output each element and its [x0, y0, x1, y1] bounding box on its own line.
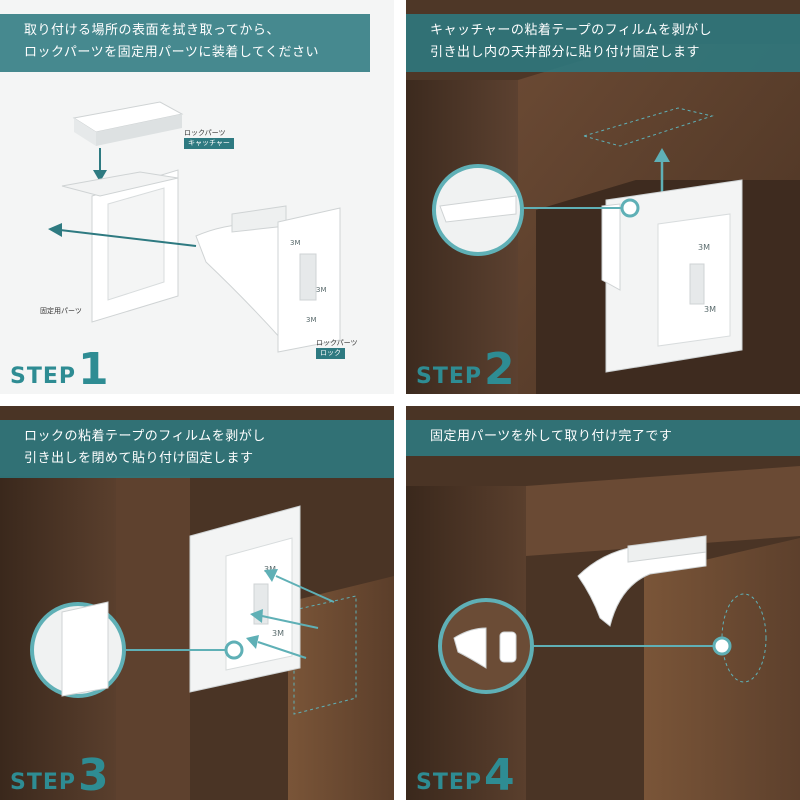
- lock-part: 3M 3M: [601, 179, 743, 373]
- step-1-illustration: 3M 3M 3M: [48, 101, 341, 353]
- caption-line: 引き出し内の天井部分に貼り付け固定します: [430, 45, 701, 60]
- step-word: STEP: [416, 364, 483, 389]
- magnet-area: [721, 593, 767, 683]
- lock-label-title: ロックパーツ: [316, 339, 358, 347]
- detail-callout: [432, 164, 640, 256]
- catcher-label-title: ロックパーツ: [184, 129, 226, 137]
- target-area: [582, 107, 714, 147]
- step-word: STEP: [416, 770, 483, 795]
- caption-line: ロックパーツを固定用パーツに装着してください: [24, 45, 320, 60]
- svg-text:3M: 3M: [698, 243, 710, 252]
- detail-callout: [438, 598, 732, 694]
- svg-text:3M: 3M: [264, 565, 276, 574]
- step-2-caption: キャッチャーの粘着テープのフィルムを剥がし 引き出し内の天井部分に貼り付け固定し…: [406, 14, 800, 72]
- catcher-label-tag: キャッチャー: [184, 138, 234, 149]
- step-1-heading: STEP 1: [10, 344, 109, 394]
- step-3-panel: 3M 3M ロックの粘着テープのフィルムを剥がし 引き出しを閉めて貼り付け固定し…: [0, 406, 394, 800]
- caption-line: 取り付ける場所の表面を拭き取ってから、: [24, 23, 280, 38]
- step-2-panel: 3M 3M キャッチャーの粘着テープのフィルムを剥がし 引き出し内の天井部分に貼…: [406, 0, 800, 394]
- lock-part: [577, 535, 707, 627]
- fixing-part-label: 固定用パーツ: [40, 306, 82, 316]
- step-3-heading: STEP 3: [10, 750, 109, 800]
- step-number: 2: [484, 344, 515, 394]
- caption-line: キャッチャーの粘着テープのフィルムを剥がし: [430, 23, 713, 38]
- arrow-icon: [246, 569, 335, 659]
- left-arrow-icon: [48, 223, 197, 247]
- step-4-heading: STEP 4: [416, 750, 515, 800]
- svg-text:3M: 3M: [316, 286, 327, 294]
- fixing-part: [61, 169, 179, 323]
- step-word: STEP: [10, 770, 77, 795]
- drawer-front: [288, 576, 394, 800]
- step-4-caption: 固定用パーツを外して取り付け完了です: [406, 420, 800, 456]
- step-number: 3: [78, 750, 109, 800]
- down-arrow-icon: [93, 148, 107, 182]
- lock-label: ロックパーツ ロック: [316, 338, 358, 359]
- catcher-part: [72, 101, 184, 146]
- fixing-part-label-text: 固定用パーツ: [40, 307, 82, 315]
- svg-text:3M: 3M: [272, 629, 284, 638]
- cabinet-top: [526, 466, 800, 556]
- caption-line: ロックの粘着テープのフィルムを剥がし: [24, 429, 266, 444]
- caption-line: 引き出しを閉めて貼り付け固定します: [24, 451, 254, 466]
- step-1-panel: 3M 3M 3M 取り付ける場所の表面を拭き取ってから、 ロックパーツを固定用パ…: [0, 0, 394, 394]
- catcher-label: ロックパーツ キャッチャー: [184, 128, 234, 149]
- step-number: 4: [484, 750, 515, 800]
- step-4-panel: 固定用パーツを外して取り付け完了です STEP 4: [406, 406, 800, 800]
- cabinet-frame: [116, 476, 190, 800]
- svg-text:3M: 3M: [290, 239, 301, 247]
- lock-label-tag: ロック: [316, 348, 345, 359]
- step-number: 1: [78, 344, 109, 394]
- step-1-caption: 取り付ける場所の表面を拭き取ってから、 ロックパーツを固定用パーツに装着してくだ…: [0, 14, 370, 72]
- lock-part: 3M 3M: [189, 505, 301, 693]
- drawer-front: [644, 538, 800, 800]
- drawer-ceiling: [518, 44, 800, 394]
- caption-line: 固定用パーツを外して取り付け完了です: [430, 429, 673, 444]
- step-2-heading: STEP 2: [416, 344, 515, 394]
- step-3-caption: ロックの粘着テープのフィルムを剥がし 引き出しを閉めて貼り付け固定します: [0, 420, 394, 478]
- step-4-illustration: [406, 406, 800, 800]
- lock-part: 3M 3M 3M: [195, 205, 341, 353]
- step-word: STEP: [10, 364, 77, 389]
- svg-text:3M: 3M: [704, 305, 716, 314]
- target-area: [293, 595, 357, 715]
- detail-callout: [30, 601, 244, 698]
- svg-text:3M: 3M: [306, 316, 317, 324]
